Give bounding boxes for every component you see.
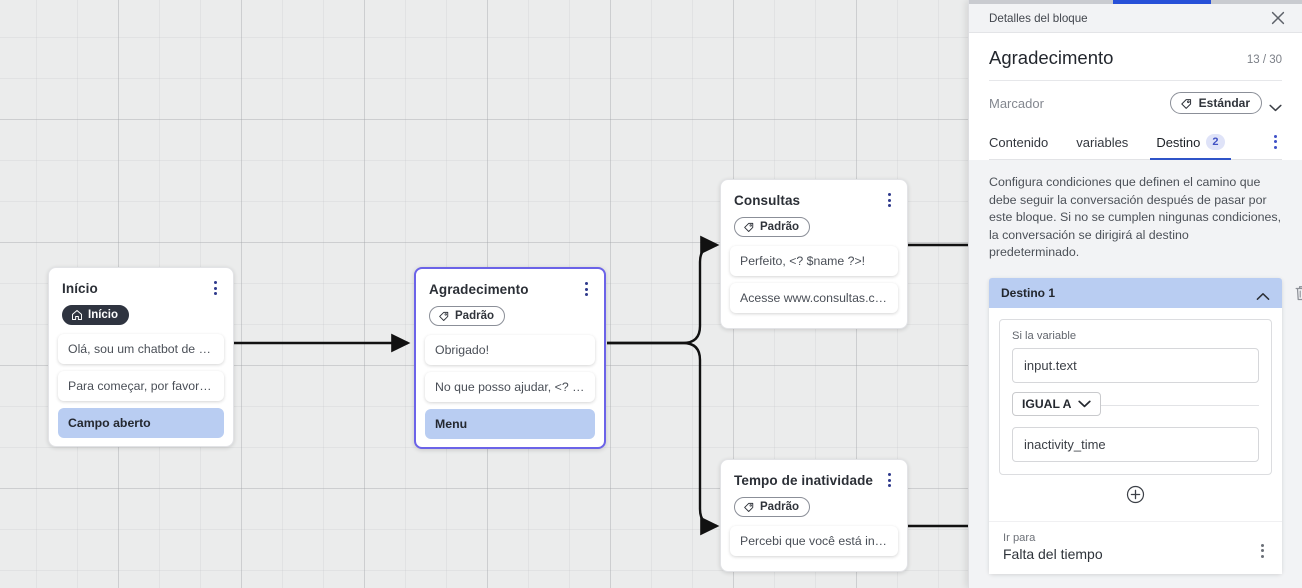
panel-tabs: Contenido variables Destino 2 [989,124,1282,160]
page-title: Agradecimento [989,47,1114,68]
chevron-down-icon[interactable] [1269,99,1282,112]
node-tag-badge: Padrão [734,217,810,237]
node-message[interactable]: Acesse www.consultas.com par... [730,283,898,313]
panel-menu-icon[interactable] [1268,134,1282,151]
node-message[interactable]: Percebi que você está inativo. C... [730,526,898,556]
node-menu-icon[interactable] [882,193,896,209]
variable-field[interactable]: input.text [1012,347,1259,383]
marker-label: Marcador [989,95,1044,111]
tag-icon [744,222,754,232]
node-messages: Obrigado! No que posso ajudar, <? $name … [416,327,604,439]
home-icon [72,310,82,320]
condition-box: Si la variable input.text IGUAL A inacti… [999,318,1272,475]
edge-agradecimento-consultas [607,235,720,345]
node-menu-icon[interactable] [208,281,222,297]
panel-header-title: Detalles del bloque [989,11,1088,25]
node-title: Consultas [734,193,801,208]
block-details-panel: Detalles del bloque Agradecimento 13 / 3… [968,0,1302,588]
flow-canvas[interactable]: Início Início Olá, sou um chatbot de tes… [0,0,968,588]
operator-row: IGUAL A [1012,391,1259,418]
chevron-up-icon[interactable] [1256,288,1270,300]
node-messages: Perfeito, <? $name ?>! Acesse www.consul… [721,238,907,313]
node-header: Agradecimento Padrão [416,269,604,327]
panel-progress-bar [1113,0,1211,4]
node-tag-label: Início [88,309,119,321]
node-title: Início [62,281,98,296]
node-messages: Percebi que você está inativo. C... [721,518,907,556]
tag-icon [744,502,754,512]
flow-node-tempo-de-inatividade[interactable]: Tempo de inatividade Padrão Percebi que … [720,459,908,572]
panel-top-section: Agradecimento 13 / 30 Marcador Estándar [969,33,1302,160]
node-tag-label: Padrão [760,501,799,513]
destination-title: Destino 1 [1001,285,1056,300]
destination-header[interactable]: Destino 1 [989,277,1302,308]
node-highlight-row[interactable]: Campo aberto [58,408,224,438]
tab-label: variables [1076,134,1129,150]
node-header: Consultas Padrão [721,180,907,238]
node-message[interactable]: Perfeito, <? $name ?>! [730,246,898,276]
add-condition-row [999,475,1272,513]
destination-description: Configura condiciones que definen el cam… [989,175,1282,259]
tab-destino[interactable]: Destino 2 [1150,126,1231,160]
destination-card: Destino 1 Si la v [989,277,1302,574]
marker-value: Estándar [1198,96,1250,110]
node-messages: Olá, sou um chatbot de teste! Para começ… [49,326,233,438]
node-message[interactable]: Obrigado! [425,335,595,365]
tab-badge: 2 [1206,134,1225,150]
goto-value: Falta del tiempo [1003,545,1103,562]
node-title: Agradecimento [429,282,529,297]
marker-row: Marcador Estándar [989,81,1282,124]
node-message[interactable]: No que posso ajudar, <? $name ... [425,372,595,402]
plus-circle-icon[interactable] [1126,485,1145,504]
flow-node-agradecimento[interactable]: Agradecimento Padrão Obrigado! No que po… [414,267,606,449]
node-menu-icon[interactable] [882,473,896,489]
goto-menu-icon[interactable] [1255,543,1269,560]
goto-label: Ir para [1003,531,1036,544]
tab-label: Contenido [989,134,1049,150]
node-menu-icon[interactable] [579,282,593,298]
condition-wrapper: Si la variable input.text IGUAL A inacti… [989,308,1282,521]
node-tag-label: Padrão [760,221,799,233]
trash-icon[interactable] [1294,284,1302,301]
flow-edges [233,235,968,536]
tab-variables[interactable]: variables [1076,127,1128,159]
node-title: Tempo de inatividade [734,473,874,488]
flow-node-consultas[interactable]: Consultas Padrão Perfeito, <? $name ?>! … [720,179,908,329]
goto-text: Ir para Falta del tiempo [1003,532,1103,562]
node-tag-badge: Início [62,305,130,325]
tab-contenido[interactable]: Contenido [989,127,1048,159]
panel-header: Detalles del bloque [969,4,1302,33]
block-title-row: Agradecimento 13 / 30 [989,33,1282,81]
comparison-field[interactable]: inactivity_time [1012,426,1259,462]
marker-pill[interactable]: Estándar [1169,92,1262,114]
panel-content: Configura condiciones que definen el cam… [969,160,1302,588]
operator-select[interactable]: IGUAL A [1012,391,1102,416]
marker-control[interactable]: Estándar [1169,92,1282,114]
node-header: Início Início [49,268,233,326]
close-icon[interactable] [1269,9,1287,27]
tab-label: Destino [1156,134,1201,150]
node-tag-label: Padrão [455,310,494,322]
node-header: Tempo de inatividade Padrão [721,460,907,518]
node-message[interactable]: Para começar, por favor digite o ... [58,371,224,401]
operator-value: IGUAL A [1022,396,1072,411]
edge-agradecimento-inatividade [607,341,720,536]
node-tag-badge: Padrão [734,497,810,517]
condition-label: Si la variable [1012,329,1077,342]
character-counter: 13 / 30 [1246,54,1282,66]
node-highlight-row[interactable]: Menu [425,409,595,439]
goto-section[interactable]: Ir para Falta del tiempo [989,520,1282,574]
flow-node-inicio[interactable]: Início Início Olá, sou um chatbot de tes… [48,267,234,447]
tag-icon [439,311,449,321]
tag-icon [1180,98,1191,109]
chevron-down-icon [1078,400,1092,407]
node-message[interactable]: Olá, sou um chatbot de teste! [58,334,224,364]
node-tag-badge: Padrão [429,306,505,326]
